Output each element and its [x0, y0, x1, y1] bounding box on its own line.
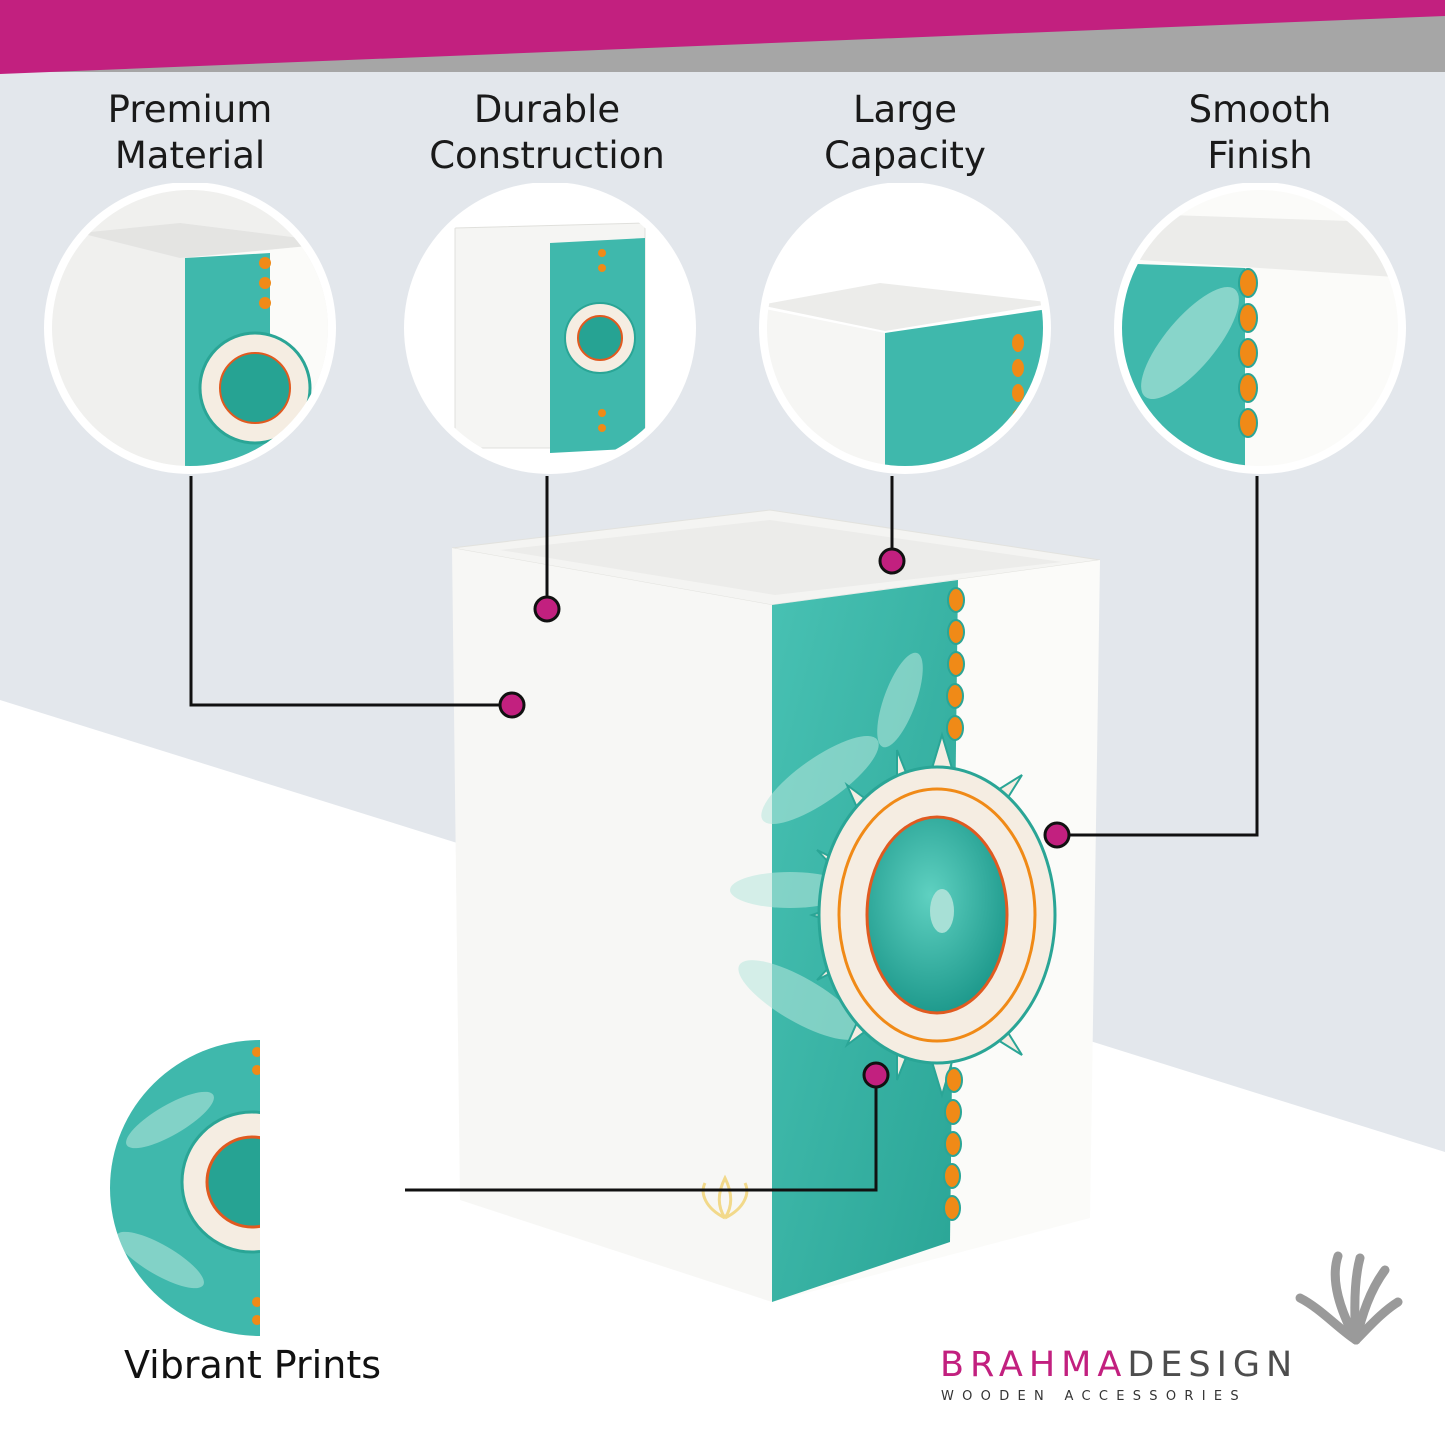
brand-name: BRAHMADESIGN: [940, 1345, 1298, 1385]
feature-title-smooth-finish: Smooth Finish: [1188, 88, 1332, 177]
detail-circle-large-capacity: [759, 183, 1051, 474]
callout-title-vibrant-prints: Vibrant Prints: [124, 1343, 382, 1387]
connector-dot-vibrant-prints: [862, 1061, 890, 1089]
feature-title-durable-construction: Durable Construction: [429, 88, 665, 177]
lotus-leaf-icon: [1295, 1251, 1403, 1345]
brand-name-part2: DESIGN: [1127, 1345, 1299, 1385]
detail-circle-premium-material: [44, 183, 336, 474]
connector-dot-large-capacity: [878, 547, 906, 575]
brand-tagline: WOODEN ACCESSORIES: [941, 1389, 1247, 1404]
feature-title-large-capacity: Large Capacity: [824, 88, 986, 177]
feature-title-premium-material: Premium Material: [107, 88, 273, 177]
connector-dot-smooth-finish: [1043, 821, 1071, 849]
product-pen-holder: [451, 509, 1101, 1302]
brand-name-part1: BRAHMA: [940, 1345, 1128, 1385]
connector-dot-durable-construction: [533, 595, 561, 623]
detail-circle-smooth-finish: [1114, 183, 1406, 474]
detail-half-circle-vibrant-prints: [110, 1040, 260, 1336]
detail-circle-durable-construction: [404, 183, 696, 474]
connector-dot-premium-material: [498, 691, 526, 719]
